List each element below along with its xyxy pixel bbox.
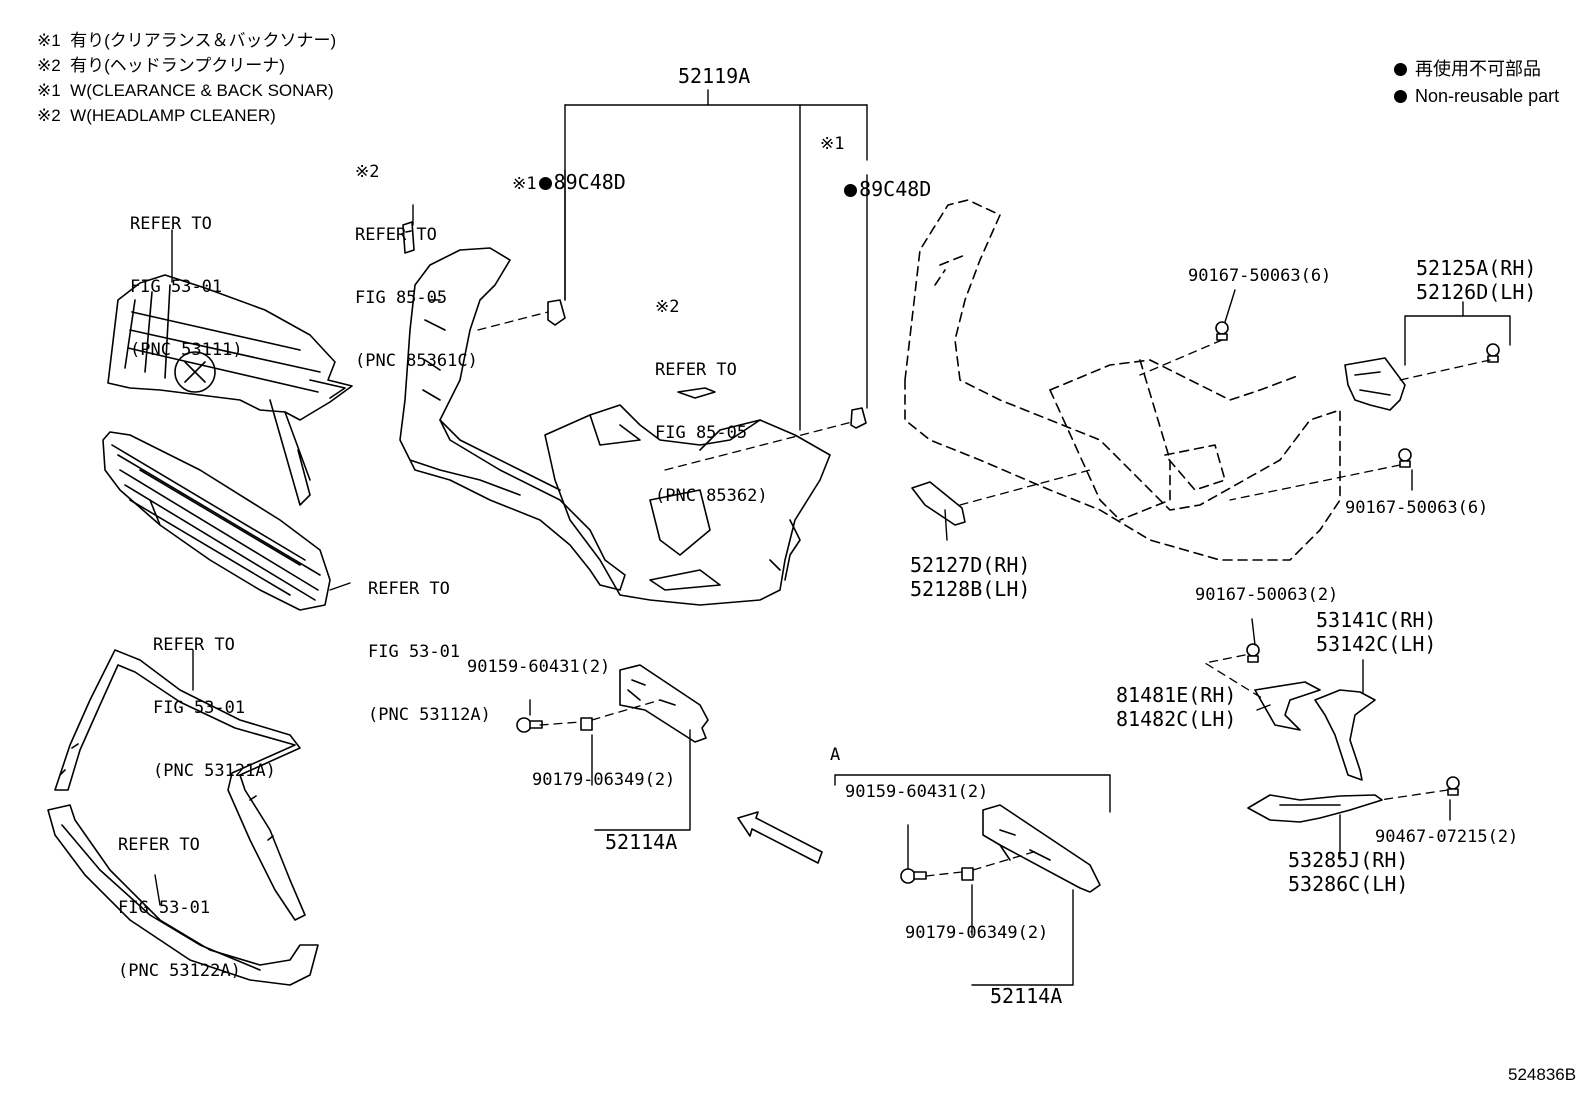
ref-cleaner-nozzle-line3: (PNC 85362) — [655, 486, 768, 506]
ref-cleaner-nozzle: ※2 REFER TO FIG 85-05 (PNC 85362) — [655, 255, 768, 528]
part-90179-a: 90179-06349(2) — [532, 770, 676, 790]
ref-lower-grille: REFER TO FIG 53-01 (PNC 53112A) — [368, 537, 491, 747]
legend-en: Non-reusable part — [1384, 57, 1559, 109]
note-2: ※2 有り(ヘッドランプクリーナ) — [37, 56, 285, 75]
view-a-label: A — [830, 745, 841, 765]
ref-moulding-lower: REFER TO FIG 53-01 (PNC 53122A) — [118, 793, 241, 1003]
figure-id: 524836B — [1508, 1065, 1577, 1084]
left-clip-drawing — [547, 299, 566, 326]
seal-52127D-drawing — [911, 481, 966, 526]
part-89C48D-right-mark: ※1 — [820, 134, 845, 154]
part-81482C: 81482C(LH) — [1116, 707, 1237, 731]
ref-cleaner-cap-mark: ※2 — [355, 162, 380, 182]
view-arrow — [737, 811, 823, 864]
connector-lines — [477, 311, 1491, 877]
leader-lines — [154, 89, 1511, 986]
legend-jp: 再使用不可部品 — [1384, 30, 1541, 82]
ref-grille-line2: FIG 53-01 — [130, 277, 223, 297]
part-52119A: 52119A — [678, 64, 751, 88]
part-53141C: 53141C(RH) — [1316, 608, 1437, 632]
ref-cleaner-cap: ※2 REFER TO FIG 85-05 (PNC 85361C) — [355, 120, 478, 393]
ref-moulding-lower-line3: (PNC 53122A) — [118, 961, 241, 981]
right-clip-drawing — [850, 407, 867, 429]
part-52125A: 52125A(RH) — [1416, 256, 1537, 280]
part-89C48D-left-mark: ※1 — [512, 174, 537, 194]
part-52127D: 52127D(RH) — [910, 553, 1031, 577]
fasteners-drawing — [516, 321, 1500, 884]
ref-lower-grille-line1: REFER TO — [368, 579, 450, 599]
legend-en-label: Non-reusable part — [1415, 86, 1560, 106]
ref-moulding-lower-line1: REFER TO — [118, 835, 200, 855]
note-1: ※1 有り(クリアランス＆バックソナー) — [37, 31, 337, 50]
non-reusable-dot-icon — [538, 177, 552, 190]
ref-cleaner-nozzle-mark: ※2 — [655, 297, 680, 317]
part-90167-mid: 90167-50063(2) — [1195, 585, 1339, 605]
upper-moulding-drawing — [54, 649, 306, 921]
ref-grille: REFER TO FIG 53-01 (PNC 53111) — [130, 172, 243, 382]
ref-grille-line1: REFER TO — [130, 214, 212, 234]
part-90167-top: 90167-50063(6) — [1188, 266, 1332, 286]
part-52114A-a: 52114A — [605, 830, 678, 854]
cleaner-cap-drawing — [402, 221, 415, 254]
part-90467: 90467-07215(2) — [1375, 827, 1519, 847]
part-89C48D-left: ※1 89C48D — [488, 146, 626, 195]
bumper-outline-drawing — [904, 199, 1341, 561]
part-52128B: 52128B(LH) — [910, 577, 1031, 601]
ref-moulding-upper-line2: FIG 53-01 — [153, 698, 246, 718]
cover-53141C-drawing — [1314, 689, 1376, 781]
ref-lower-grille-line2: FIG 53-01 — [368, 642, 461, 662]
cleaner-nozzle-drawing — [677, 387, 716, 399]
note-4: ※2 W(HEADLAMP CLEANER) — [37, 106, 276, 125]
non-reusable-dot-icon — [1394, 63, 1408, 76]
non-reusable-dot-icon — [1394, 90, 1408, 103]
ref-moulding-lower-line2: FIG 53-01 — [118, 898, 211, 918]
legend-jp-label: 再使用不可部品 — [1415, 59, 1542, 79]
lower-grille-drawing — [102, 431, 331, 611]
retainer-52114A-drawing — [619, 664, 1101, 893]
ref-cleaner-cap-line1: REFER TO — [355, 225, 437, 245]
upper-grille-drawing — [107, 274, 353, 506]
ref-cleaner-cap-line2: FIG 85-05 — [355, 288, 448, 308]
ref-cleaner-cap-line3: (PNC 85361C) — [355, 351, 478, 371]
note-3: ※1 W(CLEARANCE & BACK SONAR) — [37, 81, 334, 100]
ref-cleaner-nozzle-line2: FIG 85-05 — [655, 423, 748, 443]
part-53286C: 53286C(LH) — [1288, 872, 1409, 896]
garnish-53285J-drawing — [1247, 794, 1383, 823]
part-90167-right: 90167-50063(6) — [1345, 498, 1489, 518]
bumper-cover-drawing — [399, 247, 831, 606]
part-90159-a: 90159-60431(2) — [467, 657, 611, 677]
part-90159-b: 90159-60431(2) — [845, 782, 989, 802]
ref-moulding-upper-line1: REFER TO — [153, 635, 235, 655]
part-53142C: 53142C(LH) — [1316, 632, 1437, 656]
part-90179-b: 90179-06349(2) — [905, 923, 1049, 943]
ref-moulding-upper-line3: (PNC 53121A) — [153, 761, 276, 781]
ref-lower-grille-line3: (PNC 53112A) — [368, 705, 491, 725]
bracket-52125A-drawing — [1344, 357, 1406, 411]
part-52126D: 52126D(LH) — [1416, 280, 1537, 304]
ref-cleaner-nozzle-line1: REFER TO — [655, 360, 737, 380]
part-53285J: 53285J(RH) — [1288, 848, 1409, 872]
ref-moulding-upper: REFER TO FIG 53-01 (PNC 53121A) — [153, 593, 276, 803]
part-81481E: 81481E(RH) — [1116, 683, 1237, 707]
cover-81481E-drawing — [1254, 681, 1321, 731]
part-89C48D-left-number: 89C48D — [553, 170, 626, 194]
non-reusable-dot-icon — [844, 184, 858, 197]
lower-moulding-drawing — [47, 804, 319, 986]
part-52114A-b: 52114A — [990, 984, 1063, 1008]
ref-grille-line3: (PNC 53111) — [130, 340, 243, 360]
part-89C48D-right-number: 89C48D — [859, 177, 932, 201]
part-89C48D-right: 89C48D — [820, 153, 931, 201]
